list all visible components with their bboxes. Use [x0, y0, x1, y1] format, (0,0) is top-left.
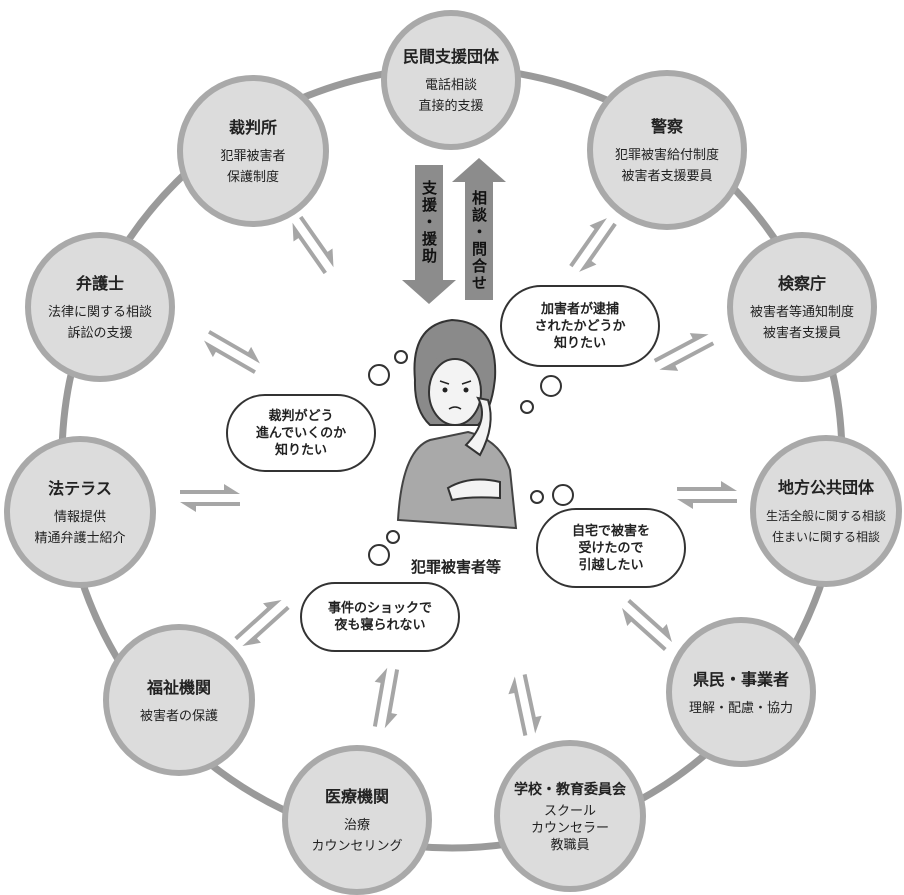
- node-fukushi-title: 福祉機関: [146, 677, 211, 697]
- node-keisatsu-title: 警察: [650, 117, 683, 136]
- node-bengoshi: 弁護士 法律に関する相談 訴訟の支援: [25, 232, 175, 382]
- support-arrow-label: 支援・援助: [420, 180, 438, 265]
- thought-move-line-3: 引越したい: [578, 557, 644, 573]
- thought-arrest-line-1: 加害者が逮捕: [540, 301, 619, 317]
- thought-shock: 事件のショックで 夜も寝られない: [300, 582, 460, 652]
- thought-shock-dot-2: [386, 530, 400, 544]
- node-saibansho-title: 裁判所: [228, 118, 277, 137]
- consult-arrow-label: 相談・問合せ: [470, 190, 488, 292]
- node-bengoshi-line-1: 法律に関する相談: [47, 305, 152, 320]
- thought-arrest: 加害者が逮捕 されたかどうか 知りたい: [500, 285, 660, 367]
- arrow-pair-iryo: [367, 666, 405, 730]
- support-down-arrow: [402, 165, 456, 304]
- thought-move-line-1: 自宅で被害を: [571, 523, 650, 539]
- thought-move-dot-2: [530, 490, 544, 504]
- node-fukushi-line-1: 被害者の保護: [139, 708, 218, 724]
- center-label: 犯罪被害者等: [410, 558, 501, 576]
- node-gakko-line-3: 教職員: [550, 837, 590, 853]
- node-saibansho: 裁判所 犯罪被害者 保護制度: [177, 75, 329, 227]
- arrow-pair-bengoshi: [199, 324, 265, 380]
- node-chiho-line-2: 住まいに関する相談: [771, 530, 880, 544]
- node-chiho-line-1: 生活全般に関する相談: [765, 509, 886, 523]
- victim-figure: [396, 318, 518, 530]
- node-saibansho-line-1: 犯罪被害者: [220, 149, 286, 164]
- thought-arrest-line-2: されたかどうか: [534, 318, 626, 334]
- node-hoterasu-line-1: 情報提供: [53, 510, 106, 525]
- arrow-pair-fukushi: [230, 592, 294, 654]
- thought-trial: 裁判がどう 進んでいくのか 知りたい: [226, 394, 376, 472]
- node-gakko-line-1: スクール: [543, 803, 596, 819]
- arrow-pair-kenmin: [615, 594, 679, 656]
- thought-arrest-dot-2: [520, 400, 534, 414]
- node-kenmin-line-1: 理解・配慮・協力: [688, 700, 793, 716]
- node-kenmin: 県民・事業者 理解・配慮・協力: [666, 617, 816, 767]
- node-fukushi: 福祉機関 被害者の保護: [103, 624, 255, 776]
- node-iryo-title: 医療機関: [324, 787, 389, 806]
- thought-trial-line-3: 知りたい: [274, 442, 327, 458]
- thought-arrest-dot-1: [540, 375, 562, 397]
- node-chiho-title: 地方公共団体: [777, 478, 874, 497]
- arrow-pair-gakko: [505, 672, 545, 738]
- thought-shock-dot-1: [368, 544, 390, 566]
- node-bengoshi-line-2: 訴訟の支援: [67, 326, 133, 341]
- node-kensatsu-line-1: 被害者等通知制度: [749, 305, 854, 320]
- thought-move-line-2: 受けたので: [578, 540, 644, 556]
- node-bengoshi-title: 弁護士: [75, 274, 124, 293]
- node-minkan-line-1: 電話相談: [424, 78, 477, 93]
- node-gakko-line-2: カウンセラー: [530, 820, 609, 836]
- node-kensatsu: 検察庁 被害者等通知制度 被害者支援員: [727, 232, 877, 382]
- thought-trial-line-2: 進んでいくのか: [255, 425, 347, 441]
- thought-trial-dot-2: [394, 350, 408, 364]
- node-kensatsu-line-2: 被害者支援員: [762, 326, 841, 341]
- node-saibansho-line-2: 保護制度: [226, 170, 279, 185]
- arrow-pair-hoterasu: [180, 484, 240, 512]
- node-minkan: 民間支援団体 電話相談 直接的支援: [381, 10, 521, 150]
- node-keisatsu: 警察 犯罪被害給付制度 被害者支援要員: [587, 70, 747, 230]
- node-gakko-title: 学校・教育委員会: [514, 781, 626, 798]
- node-hoterasu-line-2: 精通弁護士紹介: [34, 531, 126, 546]
- thought-shock-line-2: 夜も寝られない: [334, 618, 426, 633]
- node-hoterasu-title: 法テラス: [48, 479, 112, 498]
- node-keisatsu-line-1: 犯罪被害給付制度: [614, 148, 719, 163]
- node-chiho: 地方公共団体 生活全般に関する相談 住まいに関する相談: [750, 435, 902, 587]
- node-kenmin-title: 県民・事業者: [692, 669, 789, 689]
- thought-trial-line-1: 裁判がどう: [268, 408, 334, 424]
- arrow-pair-chiho: [677, 481, 737, 509]
- node-iryo-line-2: カウンセリング: [311, 839, 403, 854]
- thought-move-dot-1: [552, 484, 574, 506]
- node-minkan-line-2: 直接的支援: [418, 99, 484, 114]
- arrow-pair-keisatsu: [564, 212, 622, 278]
- consult-up-arrow: [452, 158, 506, 300]
- thought-arrest-line-3: 知りたい: [553, 335, 606, 351]
- node-gakko: 学校・教育委員会 スクール カウンセラー 教職員: [494, 740, 646, 892]
- node-hoterasu: 法テラス 情報提供 精通弁護士紹介: [4, 436, 156, 588]
- arrow-pair-kensatsu: [650, 325, 718, 379]
- node-keisatsu-line-2: 被害者支援要員: [621, 169, 713, 184]
- thought-trial-dot-1: [368, 364, 390, 386]
- thought-move: 自宅で被害を 受けたので 引越したい: [536, 508, 686, 588]
- node-kensatsu-title: 検察庁: [777, 274, 826, 293]
- arrow-pair-saibansho: [284, 212, 342, 278]
- node-iryo-line-1: 治療: [343, 818, 370, 833]
- node-minkan-title: 民間支援団体: [402, 47, 499, 66]
- thought-shock-line-1: 事件のショックで: [327, 601, 432, 616]
- node-iryo: 医療機関 治療 カウンセリング: [282, 745, 432, 895]
